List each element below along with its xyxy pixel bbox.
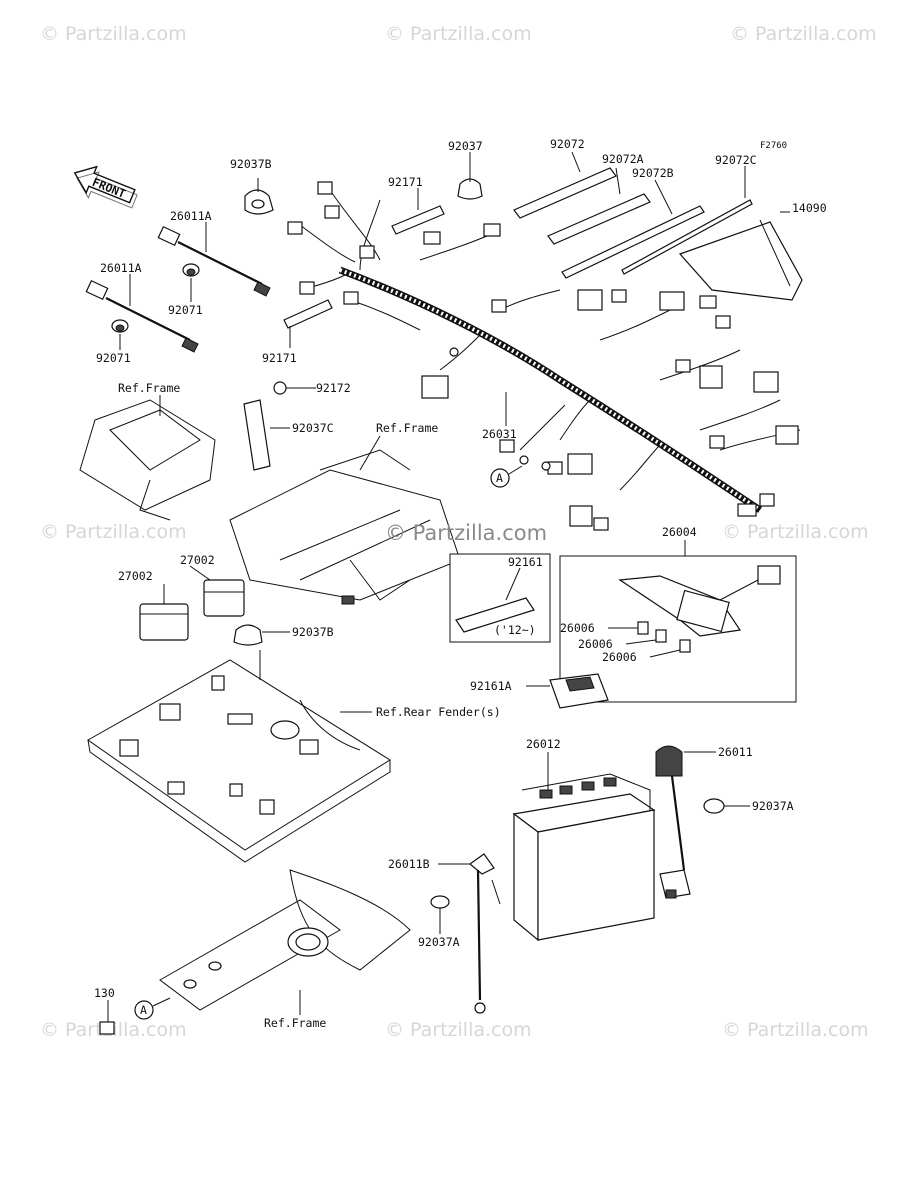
watermark: © Partzilla.com: [385, 1019, 532, 1041]
relay-27002-icon: [139, 584, 189, 641]
part-label: 92161: [508, 555, 543, 569]
cable-26011-icon: [655, 745, 716, 899]
part-label: 92161A: [470, 679, 512, 693]
band-92072-icon: [513, 151, 617, 219]
main-harness-26031-icon: [287, 181, 801, 531]
watermark: © Partzilla.com: [722, 1019, 869, 1041]
svg-text:A: A: [496, 471, 503, 485]
part-label: 92071: [168, 303, 203, 317]
clamp-92037-icon: [457, 152, 483, 200]
case-92161a-icon: [526, 673, 609, 709]
grommet-92071-icon: [182, 263, 200, 302]
svg-text:A: A: [140, 1003, 147, 1017]
tape-92171-icon: [283, 299, 333, 348]
ref-marker-a: A: [490, 465, 523, 488]
tape-92171-icon: [391, 188, 445, 235]
part-label: 26031: [482, 427, 517, 441]
inset-box-92161: ('12~): [449, 553, 551, 643]
frame-ref-drawing: [79, 399, 461, 605]
junction-box-26004-icon: [559, 540, 797, 703]
part-label: 26006: [578, 637, 613, 651]
watermark: © Partzilla.com: [385, 23, 532, 45]
part-label: 92072: [550, 137, 585, 151]
part-label: 92071: [96, 351, 131, 365]
strap-92037c-icon: [243, 399, 290, 471]
part-label: 92037A: [752, 799, 794, 813]
ref-label: Ref.Rear Fender(s): [376, 705, 501, 719]
watermarks: © Partzilla.com © Partzilla.com © Partzi…: [40, 23, 877, 1041]
screw-92172-icon: [273, 381, 316, 395]
band-92072b-icon: [561, 179, 705, 279]
watermark-center: © Partzilla.com: [385, 521, 547, 545]
ref-label: Ref.Frame: [264, 1016, 326, 1030]
watermark: © Partzilla.com: [730, 23, 877, 45]
part-label: 26011B: [388, 857, 430, 871]
relay-27002-icon: [189, 565, 245, 617]
part-label: 26012: [526, 737, 561, 751]
ref-label: Ref.Frame: [118, 381, 180, 395]
part-label: 92037B: [292, 625, 334, 639]
bolt-130-icon: [99, 1000, 115, 1035]
ref-marker-a: A: [134, 997, 171, 1020]
ref-label: Ref.Frame: [376, 421, 438, 435]
cable-26011a-icon: [157, 222, 271, 297]
part-label: 14090: [792, 201, 827, 215]
part-label: 92172: [316, 381, 351, 395]
part-label: 26006: [560, 621, 595, 635]
cable-26011b-icon: [438, 853, 501, 1014]
part-labels: 92037B 92037 92072 92072A 92072B 92072C …: [94, 137, 827, 1000]
watermark: © Partzilla.com: [722, 521, 869, 543]
part-label: 26011A: [100, 261, 142, 275]
part-label: 26011A: [170, 209, 212, 223]
part-label: 92037: [448, 139, 483, 153]
clamp-92037a-icon: [430, 895, 450, 934]
clamp-92037b-icon: [233, 624, 290, 680]
fuse-26006-icon: [608, 621, 649, 635]
part-label: 92171: [262, 351, 297, 365]
watermark: © Partzilla.com: [40, 521, 187, 543]
part-label: 92072C: [715, 153, 757, 167]
clamp-92037b-icon: [244, 178, 274, 215]
inset-year-label: ('12~): [494, 623, 536, 637]
part-label: 92037A: [418, 935, 460, 949]
part-label: 130: [94, 986, 115, 1000]
front-arrow-icon: FRONT: [73, 165, 138, 209]
part-label: 26006: [602, 650, 637, 664]
part-label: 27002: [180, 553, 215, 567]
cable-26011a-icon: [85, 274, 199, 353]
cover-14090-icon: [678, 211, 803, 301]
part-label: 92171: [388, 175, 423, 189]
part-label: 92037B: [230, 157, 272, 171]
ref-labels: Ref.Frame Ref.Frame Ref.Rear Fender(s) R…: [118, 381, 501, 1030]
part-label: 26004: [662, 525, 697, 539]
fuse-26006-icon: [649, 639, 691, 658]
band-92072a-icon: [547, 167, 651, 245]
part-label: 92072B: [632, 166, 674, 180]
rear-fender-ref-drawing: [87, 659, 391, 863]
battery-26012-icon: [512, 752, 656, 942]
watermark: © Partzilla.com: [40, 23, 187, 45]
part-label: 92072A: [602, 152, 644, 166]
fuse-26006-icon: [625, 629, 667, 645]
part-label: 26011: [718, 745, 753, 759]
part-label: 92037C: [292, 421, 334, 435]
part-label: 27002: [118, 569, 153, 583]
clamp-92037a-icon: [703, 798, 750, 814]
lower-frame-ref-drawing: [159, 869, 411, 1015]
figure-code: F2760: [760, 141, 787, 151]
grommet-92071-icon: [111, 319, 129, 350]
band-92072c-icon: [621, 166, 753, 275]
